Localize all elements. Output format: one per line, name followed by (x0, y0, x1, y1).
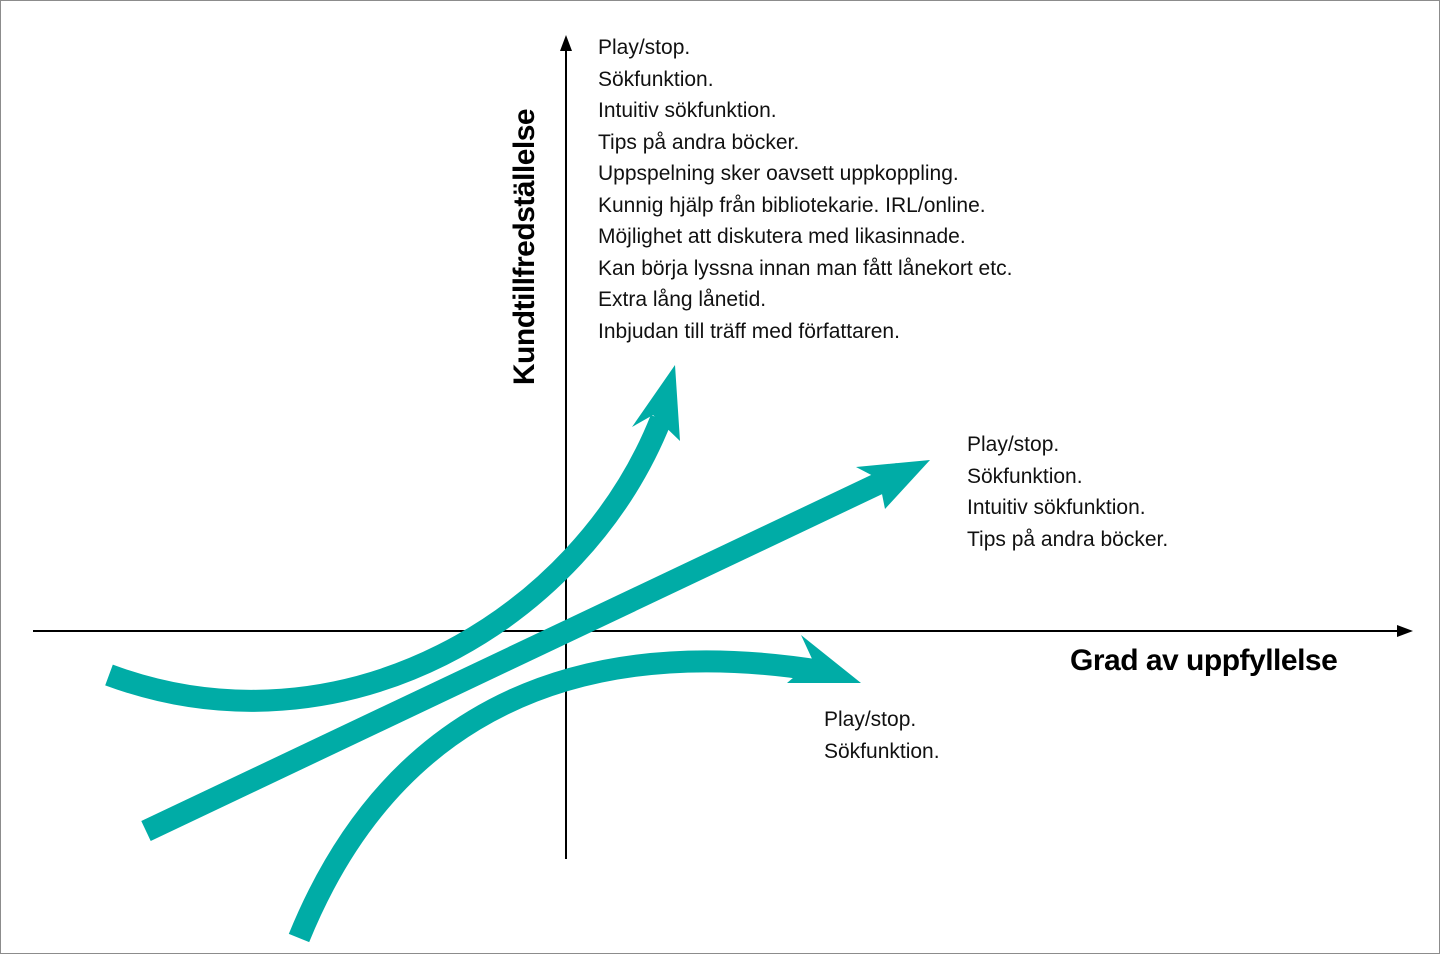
list-item: Sökfunktion. (824, 739, 940, 763)
performance-arrowhead (856, 460, 930, 509)
list-item: Play/stop. (824, 708, 917, 731)
list-item: Uppspelning sker oavsett uppkoppling. (598, 162, 959, 185)
list-item: Sökfunktion. (598, 67, 714, 91)
list-item: Kunnig hjälp från bibliotekarie. IRL/onl… (598, 193, 986, 217)
list-item: Play/stop. (598, 36, 691, 59)
basic-arrowhead (787, 635, 861, 683)
list-item: Intuitiv sökfunktion. (967, 496, 1146, 519)
excitement-arrowhead (632, 365, 680, 441)
list-item: Tips på andra böcker. (598, 130, 800, 154)
y-axis-arrowhead (560, 35, 572, 51)
y-axis-title: Kundtillfredställelse (508, 108, 541, 386)
excitement-feature-list: Play/stop. Sökfunktion. Intuitiv sökfunk… (598, 32, 1012, 347)
performance-line (141, 463, 906, 841)
list-item: Möjlighet att diskutera med likasinnade. (598, 225, 966, 248)
list-item: Sökfunktion. (967, 464, 1083, 488)
list-item: Extra lång lånetid. (598, 288, 767, 311)
excitement-curve (105, 414, 672, 712)
list-item: Intuitiv sökfunktion. (598, 99, 777, 122)
x-axis-arrowhead (1397, 625, 1413, 637)
list-item: Play/stop. (967, 433, 1060, 456)
basic-curve (288, 650, 823, 943)
list-item: Kan börja lyssna innan man fått lånekort… (598, 256, 1013, 280)
basic-feature-list: Play/stop. Sökfunktion. (824, 704, 940, 767)
list-item: Tips på andra böcker. (967, 527, 1169, 551)
x-axis-title: Grad av uppfyllelse (1070, 644, 1338, 677)
list-item: Inbjudan till träff med författaren. (598, 319, 900, 343)
performance-feature-list: Play/stop. Sökfunktion. Intuitiv sökfunk… (967, 429, 1168, 555)
